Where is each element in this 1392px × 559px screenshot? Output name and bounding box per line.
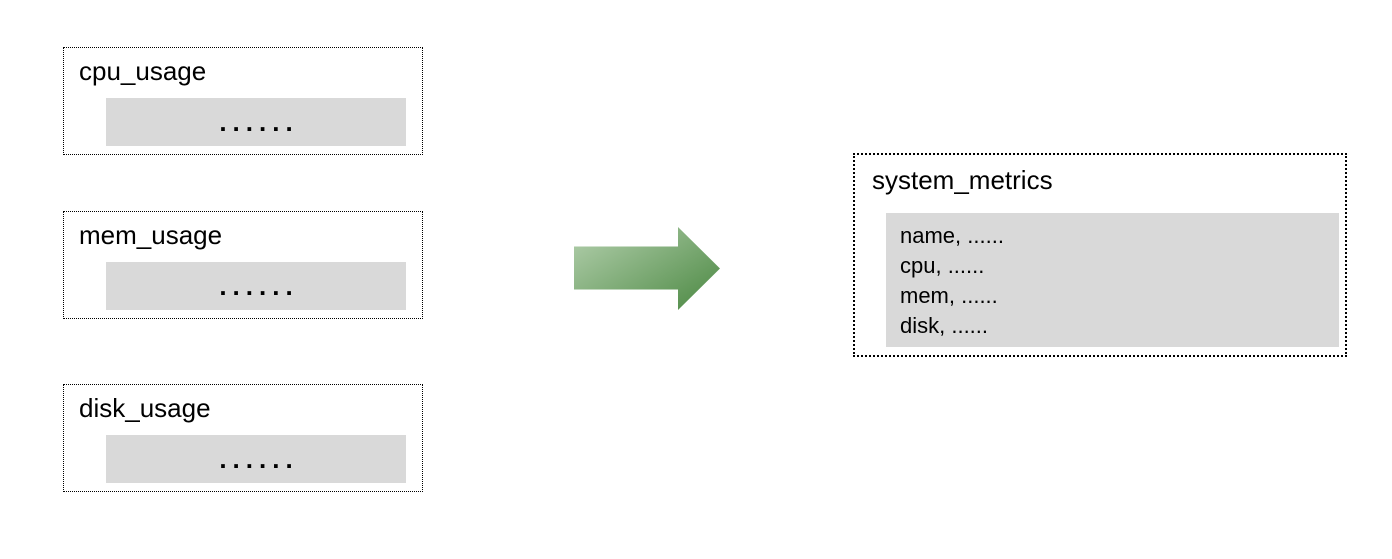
box-title-disk-usage: disk_usage [79,393,211,423]
box-title-cpu-usage: cpu_usage [79,56,207,86]
box-title-system-metrics: system_metrics [872,165,1053,195]
ellipsis-text: ...... [219,444,299,474]
field-line-mem: mem, ...... [900,283,998,308]
ellipsis-text: ...... [219,107,299,137]
fields-panel: name, ...... cpu, ...... mem, ...... dis… [886,213,1339,347]
field-line-disk: disk, ...... [900,313,989,338]
entity-box-cpu-usage: cpu_usage ...... [63,47,423,155]
box-title-mem-usage: mem_usage [79,220,223,250]
entity-box-system-metrics: system_metrics name, ...... cpu, ...... … [853,153,1347,357]
placeholder-bar: ...... [106,262,406,310]
placeholder-bar: ...... [106,435,406,483]
entity-box-mem-usage: mem_usage ...... [63,211,423,319]
field-line-cpu: cpu, ...... [900,253,985,278]
entity-box-disk-usage: disk_usage ...... [63,384,423,492]
merge-arrow-icon [574,227,720,310]
ellipsis-text: ...... [219,271,299,301]
field-line-name: name, ...... [900,223,1004,248]
placeholder-bar: ...... [106,98,406,146]
